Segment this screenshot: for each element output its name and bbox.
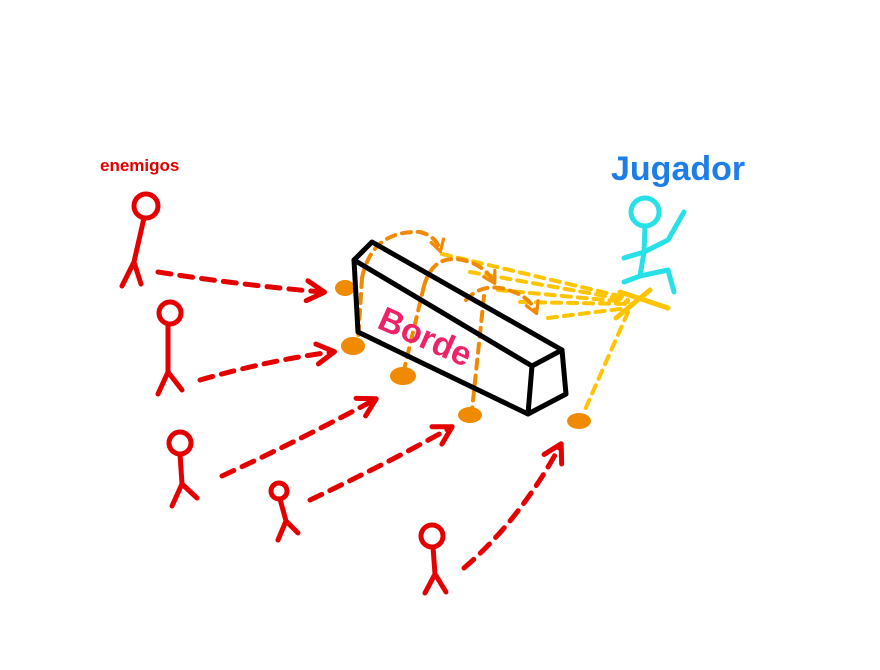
- enemy-arrow-3: [219, 395, 379, 479]
- contact-points: [335, 280, 591, 429]
- player-position-mark: [613, 287, 671, 321]
- enemy-figure-4: [268, 480, 301, 543]
- enemy-arrow-1: [155, 269, 327, 304]
- enemy-figure-5: [418, 522, 449, 596]
- enemy-figure-1: [119, 191, 161, 289]
- enemy-arrow-5: [461, 441, 565, 571]
- enemy-figure-2: [155, 299, 185, 397]
- player-label: Jugador: [611, 150, 746, 188]
- enemy-arrow-2: [197, 341, 337, 383]
- enemy-figure-3: [166, 429, 200, 509]
- enemies-label: enemigos: [100, 156, 180, 175]
- border-wall: [351, 239, 569, 417]
- enemy-arrow-4: [307, 424, 455, 503]
- player-figure: [621, 195, 687, 295]
